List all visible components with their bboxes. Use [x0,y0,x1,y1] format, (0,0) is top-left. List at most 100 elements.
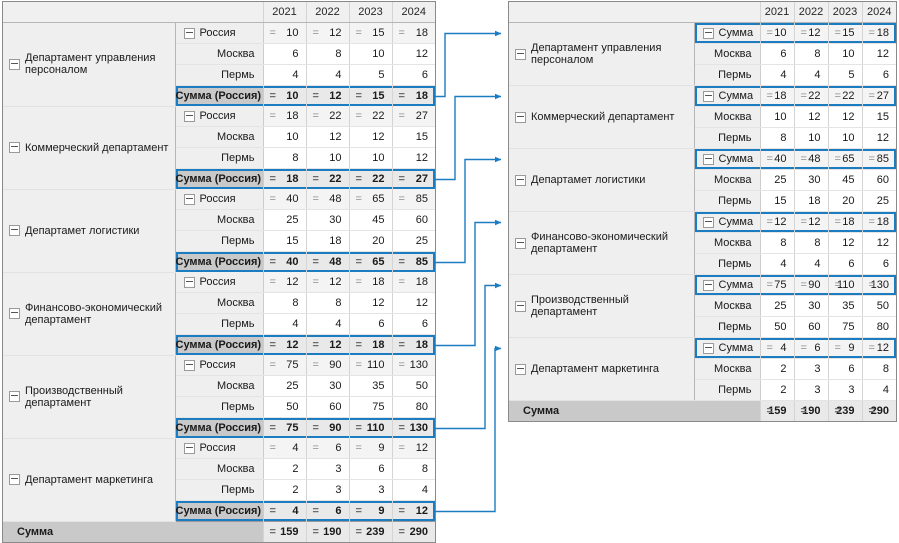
region-label-cell[interactable]: Пермь [175,396,264,418]
minus-box-icon[interactable] [183,110,195,122]
table-row[interactable]: Сумма (Россия)=75=90=110=130 [3,417,435,438]
department-cell[interactable]: Департамент управления персоналом [3,22,176,107]
region-label-cell[interactable]: Москва [175,458,264,480]
minus-box-icon[interactable] [702,216,714,228]
subtotal-label-cell[interactable]: Сумма (Россия) [175,417,264,438]
region-label-cell[interactable]: Москва [694,358,761,380]
minus-box-icon[interactable] [9,58,20,70]
region-label-cell[interactable]: Пермь [175,147,264,169]
subtotal-label-cell[interactable]: Сумма (Россия) [175,500,264,522]
region-label-cell[interactable]: Пермь [694,190,761,212]
region-label-cell[interactable]: Москва [694,169,761,191]
minus-box-icon[interactable] [702,342,714,354]
department-cell[interactable]: Департамет логистики [509,148,695,212]
region-label-cell[interactable]: Пермь [694,253,761,275]
region-label-cell[interactable]: Москва [175,375,264,397]
minus-box-icon[interactable] [702,27,714,39]
group-node-cell[interactable]: Россия [175,355,264,376]
region-label-cell[interactable]: Москва [175,292,264,314]
region-label-cell[interactable]: Пермь [175,230,264,252]
group-node-cell[interactable]: Сумма [694,22,761,44]
region-label-cell[interactable]: Москва [694,232,761,254]
subtotal-label-cell[interactable]: Сумма (Россия) [175,85,264,106]
minus-box-icon[interactable] [515,174,526,186]
region-label-cell[interactable]: Москва [694,295,761,317]
column-header-2021[interactable]: 2021 [759,2,794,23]
group-node-cell[interactable]: Россия [175,438,264,459]
grand-total-row[interactable]: Сумма=159=190=239=290 [3,521,435,542]
minus-box-icon[interactable] [515,48,526,60]
grand-total-row[interactable]: Сумма=159=190=239=290 [509,400,896,421]
department-cell[interactable]: Департамент маркетинга [3,438,176,522]
region-label-cell[interactable]: Москва [175,43,264,65]
minus-box-icon[interactable] [183,442,195,454]
region-label-cell[interactable]: Пермь [694,127,761,149]
department-cell[interactable]: Департамет логистики [3,189,176,273]
table-row[interactable]: Сумма (Россия)=12=12=18=18 [3,334,435,355]
group-node-cell[interactable]: Сумма [694,337,761,359]
region-label-cell[interactable]: Москва [175,209,264,231]
group-node-cell[interactable]: Россия [175,189,264,210]
region-label-cell[interactable]: Пермь [694,379,761,401]
table-row[interactable]: Сумма (Россия)=10=12=15=18 [3,85,435,106]
department-cell[interactable]: Финансово-экономический департамент [509,211,695,275]
region-label-cell[interactable]: Пермь [175,313,264,335]
group-node-cell[interactable]: Россия [175,106,264,127]
table-row[interactable]: Сумма (Россия)=40=48=65=85 [3,251,435,272]
region-label-cell[interactable]: Москва [175,126,264,148]
department-cell[interactable]: Коммерческий департамент [3,106,176,190]
column-header-2023[interactable]: 2023 [348,2,392,23]
department-cell[interactable]: Финансово-экономический департамент [3,272,176,356]
minus-box-icon[interactable] [702,90,714,102]
department-cell[interactable]: Коммерческий департамент [509,85,695,149]
minus-box-icon[interactable] [183,27,195,39]
minus-box-icon[interactable] [515,111,526,123]
group-node-cell[interactable]: Сумма [694,85,761,107]
region-label-cell[interactable]: Пермь [694,316,761,338]
region-label-cell[interactable]: Москва [694,43,761,65]
group-node-cell[interactable]: Сумма [694,274,761,296]
minus-box-icon[interactable] [9,225,20,236]
minus-box-icon[interactable] [9,308,20,319]
minus-box-icon[interactable] [515,237,526,249]
minus-box-icon[interactable] [515,363,526,375]
column-header-2023[interactable]: 2023 [827,2,862,23]
minus-box-icon[interactable] [9,474,20,486]
minus-box-icon[interactable] [702,153,714,165]
minus-box-icon[interactable] [515,300,526,312]
department-cell[interactable]: Производственный департамент [3,355,176,439]
department-cell[interactable]: Департамент управления персоналом [509,22,695,86]
region-label-cell[interactable]: Пермь [175,479,264,501]
column-header-2022[interactable]: 2022 [793,2,828,23]
column-header-2022[interactable]: 2022 [305,2,349,23]
minus-box-icon[interactable] [9,391,20,402]
minus-box-icon[interactable] [9,142,20,153]
